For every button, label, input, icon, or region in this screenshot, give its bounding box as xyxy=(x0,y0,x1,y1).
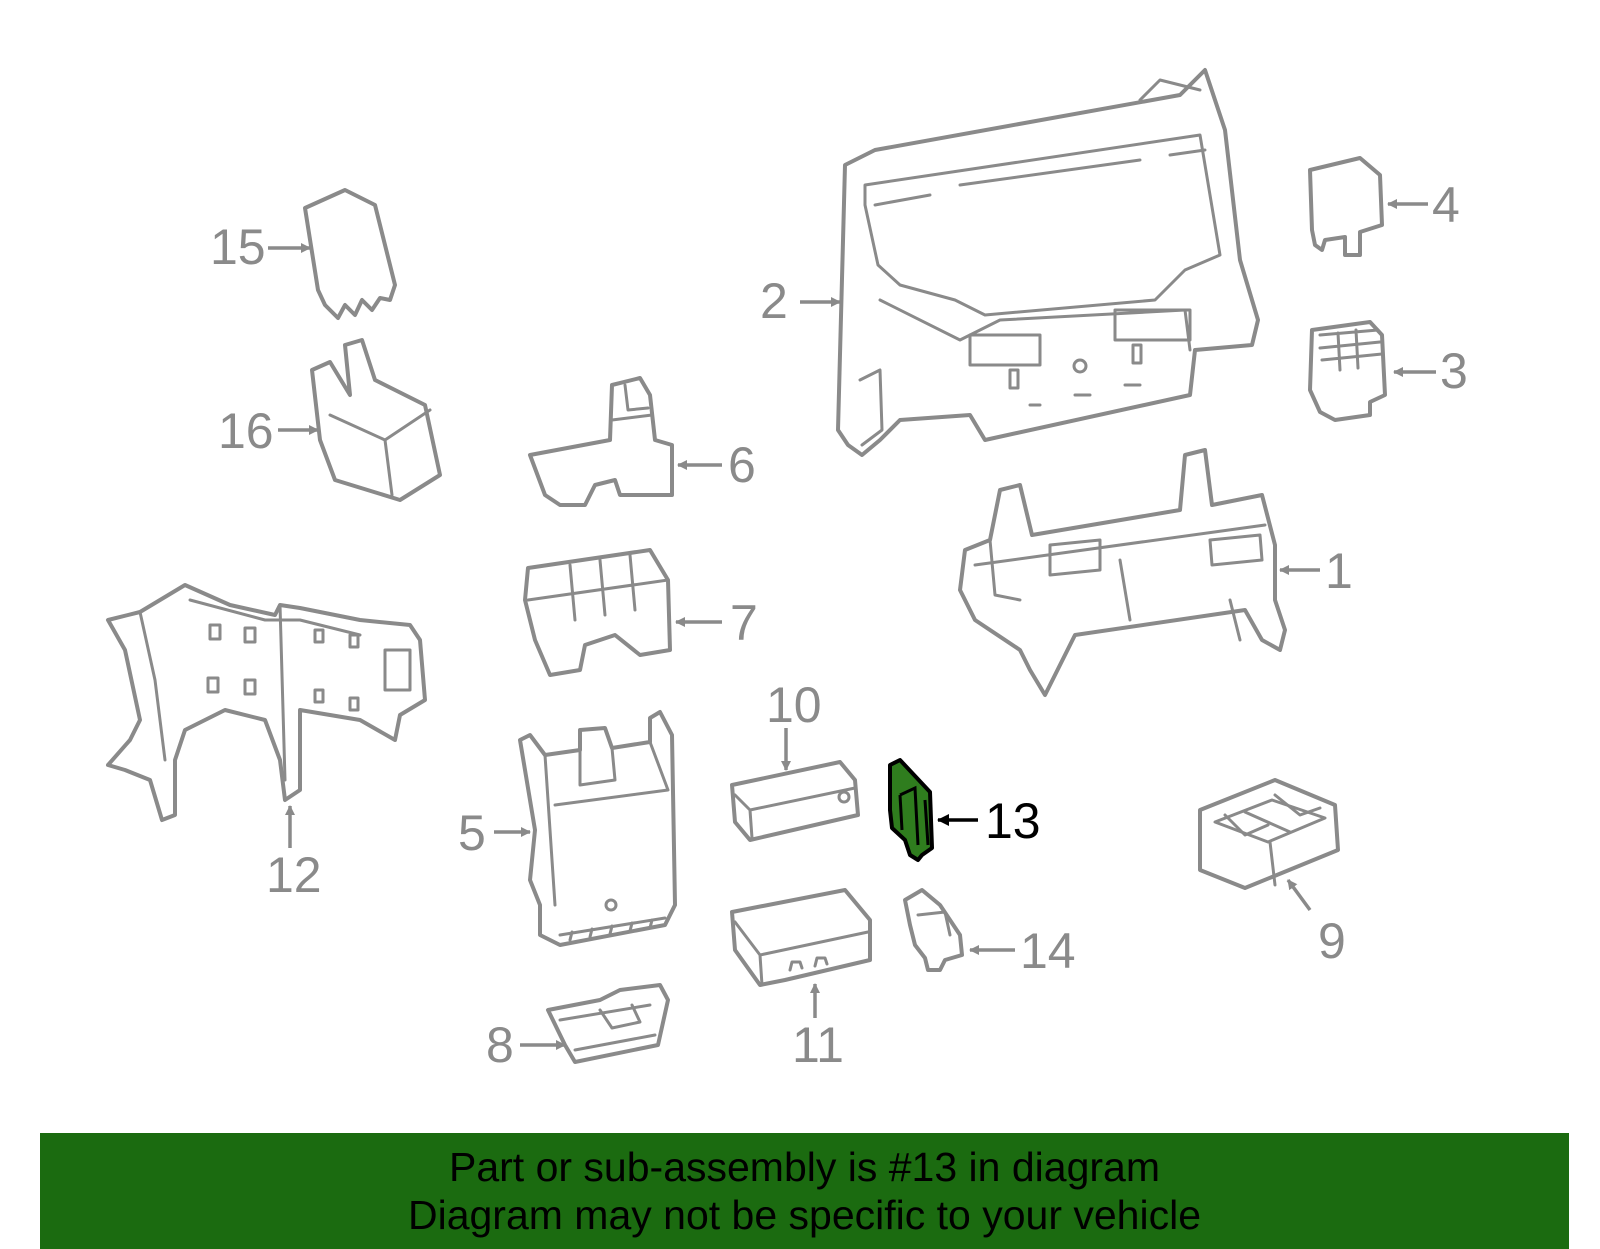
callout-8: 8 xyxy=(486,1017,514,1073)
callout-13: 13 xyxy=(985,793,1041,849)
part-15-relay[interactable] xyxy=(303,188,397,320)
exploded-parts-diagram: 2 4 3 15 16 6 xyxy=(106,68,1468,1073)
callout-5: 5 xyxy=(458,805,486,861)
banner-line-part-info: Part or sub-assembly is #13 in diagram xyxy=(449,1144,1160,1190)
part-2-fuse-box-cover[interactable] xyxy=(836,68,1260,457)
banner-line-disclaimer: Diagram may not be specific to your vehi… xyxy=(407,1192,1201,1238)
callout-15: 15 xyxy=(210,219,266,275)
callout-14: 14 xyxy=(1020,923,1076,979)
part-13-highlighted-clip[interactable] xyxy=(888,758,934,862)
callout-3: 3 xyxy=(1440,343,1468,399)
callout-1: 1 xyxy=(1325,543,1353,599)
part-16-bracket[interactable] xyxy=(310,338,442,502)
part-7-connector-housing[interactable] xyxy=(523,548,672,677)
part-12-mounting-bracket[interactable] xyxy=(106,583,427,822)
part-11-module[interactable] xyxy=(730,888,872,987)
part-9-fuse-tray[interactable] xyxy=(1198,778,1340,890)
part-10-module[interactable] xyxy=(730,760,860,842)
part-1-fuse-box-base[interactable] xyxy=(958,448,1287,697)
callout-10: 10 xyxy=(766,677,822,733)
callout-9: 9 xyxy=(1318,913,1346,969)
part-5-module-holder[interactable] xyxy=(518,710,677,947)
callout-11: 11 xyxy=(792,1017,844,1073)
callout-4: 4 xyxy=(1432,177,1460,233)
callout-6: 6 xyxy=(728,437,756,493)
part-8-cover[interactable] xyxy=(546,983,670,1064)
part-3-connector[interactable] xyxy=(1308,320,1387,422)
part-14-small-clip[interactable] xyxy=(903,888,964,972)
callout-16: 16 xyxy=(218,403,274,459)
info-banner: Part or sub-assembly is #13 in diagram D… xyxy=(40,1133,1569,1249)
callout-12: 12 xyxy=(266,847,322,903)
part-6-holder[interactable] xyxy=(528,376,674,507)
callout-2: 2 xyxy=(760,273,788,329)
leader-9 xyxy=(1286,878,1312,912)
callout-7: 7 xyxy=(730,595,758,651)
part-4-relay[interactable] xyxy=(1308,156,1384,257)
